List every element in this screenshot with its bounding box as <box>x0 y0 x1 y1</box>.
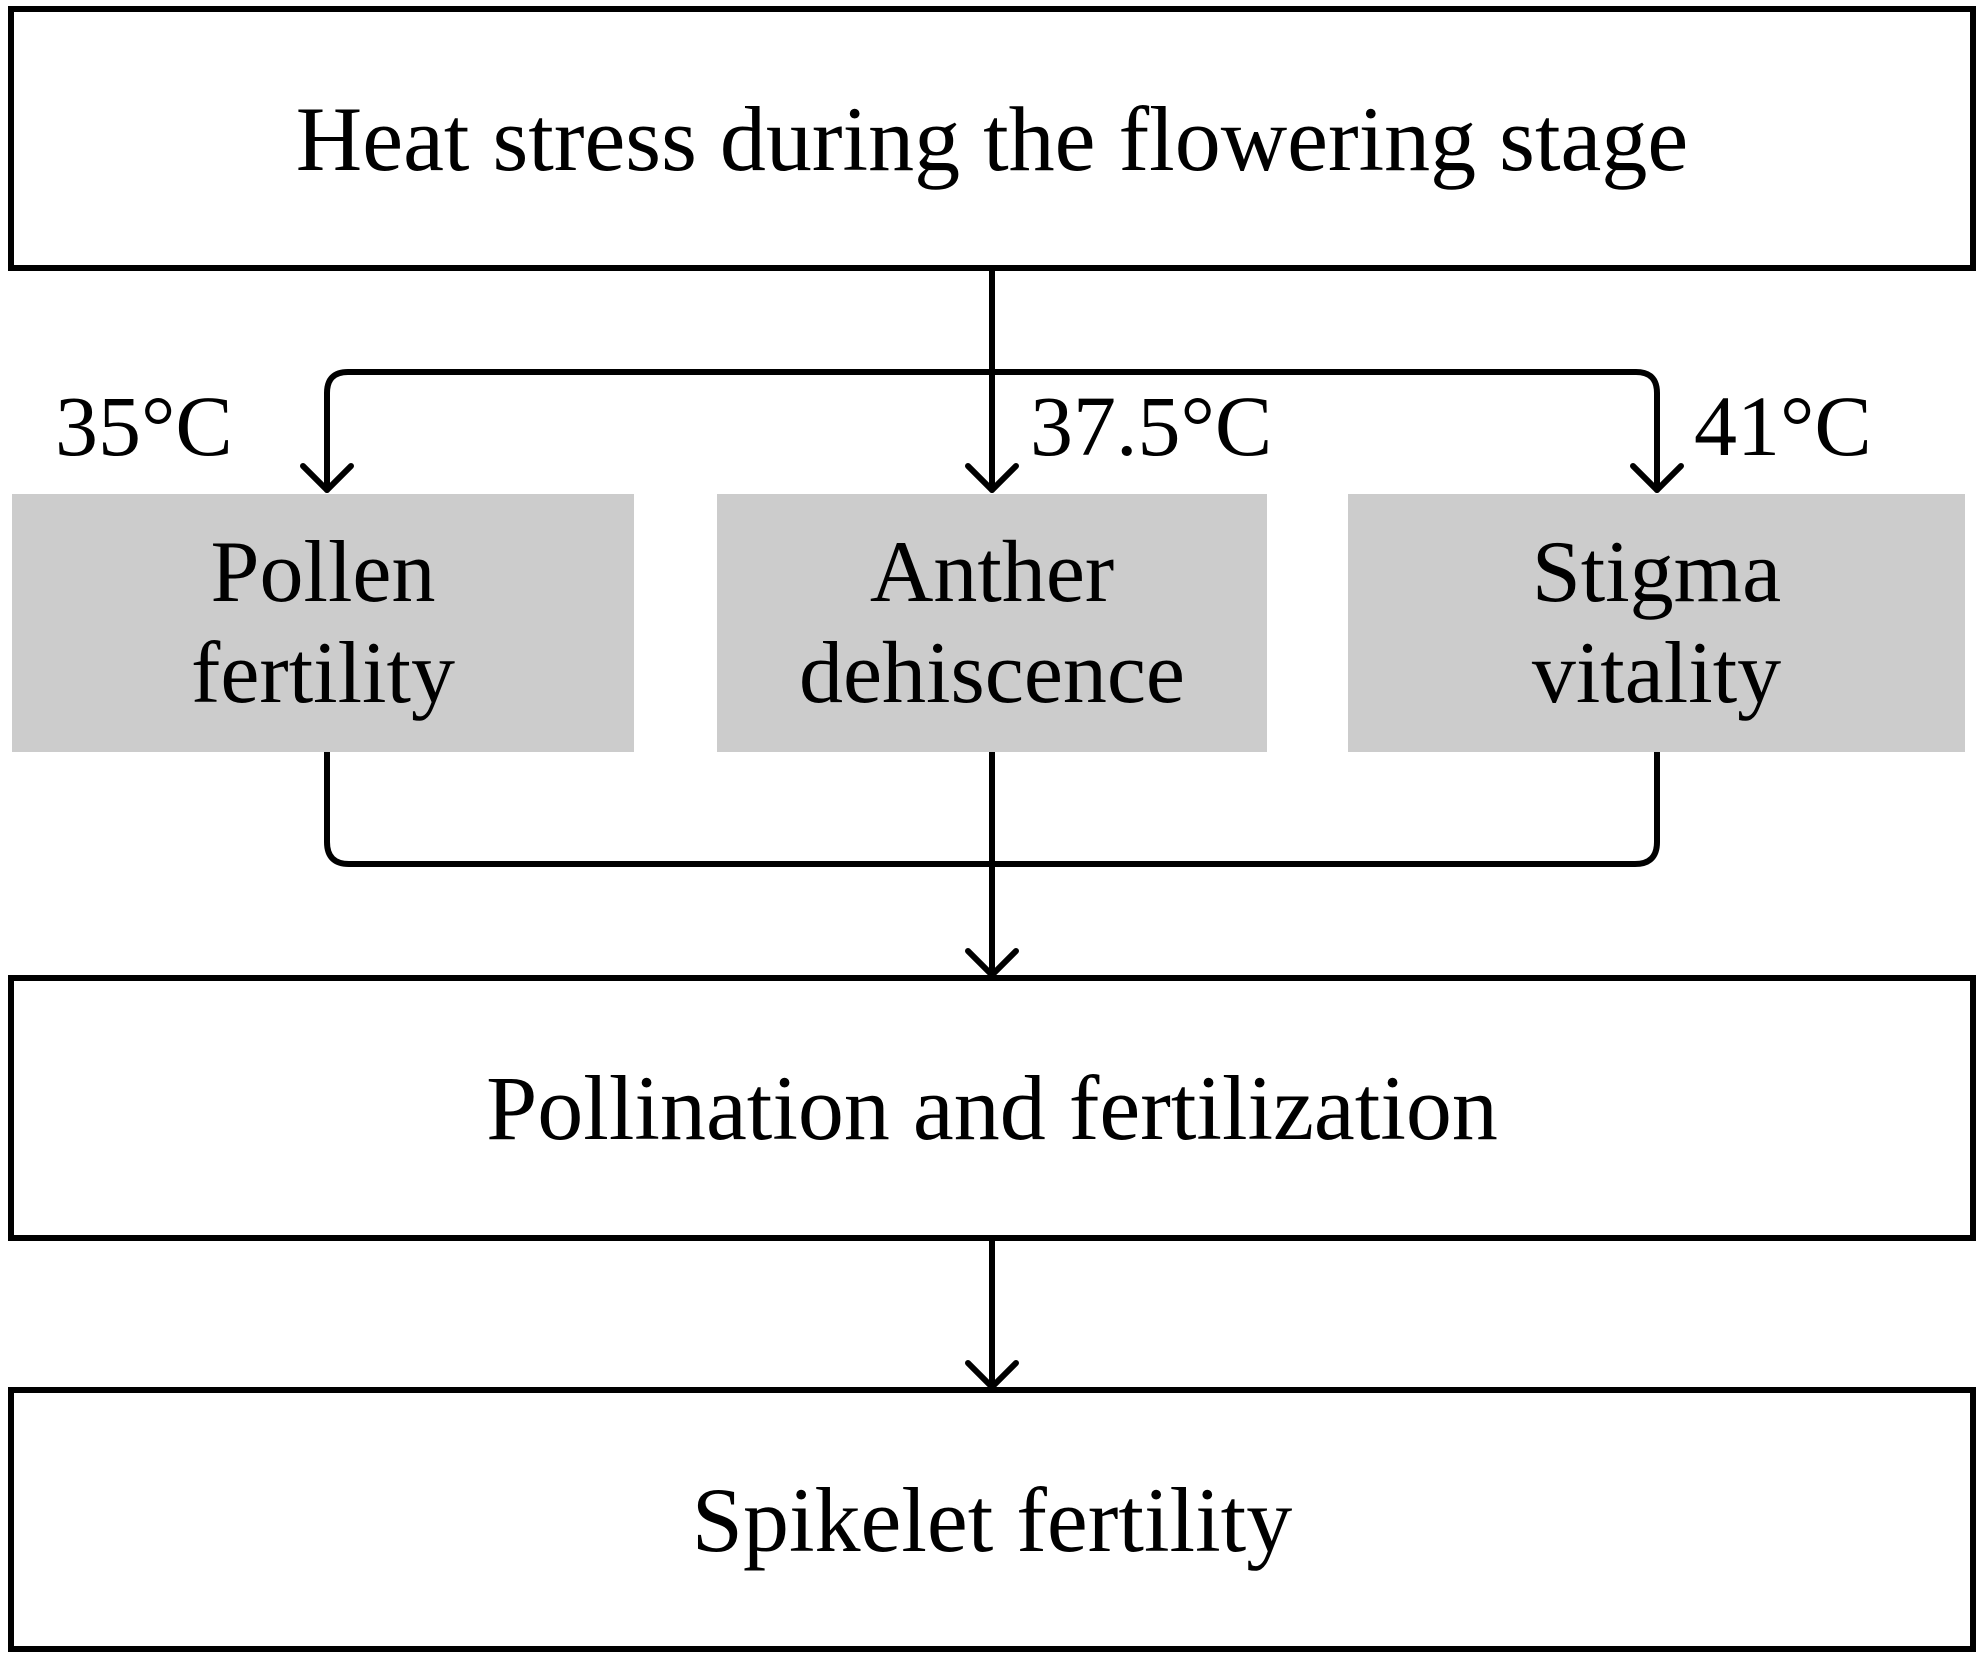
pollination-fertilization-box: Pollination and fertilization <box>8 975 1976 1241</box>
arrow-head-pollen <box>300 463 354 493</box>
heat-stress-label: Heat stress during the flowering stage <box>295 87 1689 190</box>
stigma-vitality-line1: Stigma <box>1531 523 1782 621</box>
temperature-label-stigma: 41°C <box>1694 378 1872 474</box>
pollen-fertility-line2: fertility <box>191 625 455 722</box>
stigma-vitality-line2: vitality <box>1531 625 1782 722</box>
arrow-head-stigma <box>1630 463 1684 493</box>
arrow-head-anther <box>965 463 1019 493</box>
anther-dehiscence-box: Anther dehiscence <box>717 494 1267 752</box>
anther-dehiscence-line1: Anther <box>869 523 1115 621</box>
temperature-label-anther: 37.5°C <box>1030 378 1273 474</box>
stigma-vitality-box: Stigma vitality <box>1348 494 1965 752</box>
spikelet-fertility-box: Spikelet fertility <box>8 1387 1976 1652</box>
heat-stress-box: Heat stress during the flowering stage <box>8 6 1976 271</box>
pollen-fertility-box: Pollen fertility <box>12 494 634 752</box>
spikelet-fertility-label: Spikelet fertility <box>691 1468 1293 1571</box>
anther-dehiscence-line2: dehiscence <box>799 625 1185 722</box>
temperature-label-pollen: 35°C <box>55 378 233 474</box>
pollination-fertilization-label: Pollination and fertilization <box>486 1057 1498 1159</box>
pollen-fertility-line1: Pollen <box>210 523 436 621</box>
